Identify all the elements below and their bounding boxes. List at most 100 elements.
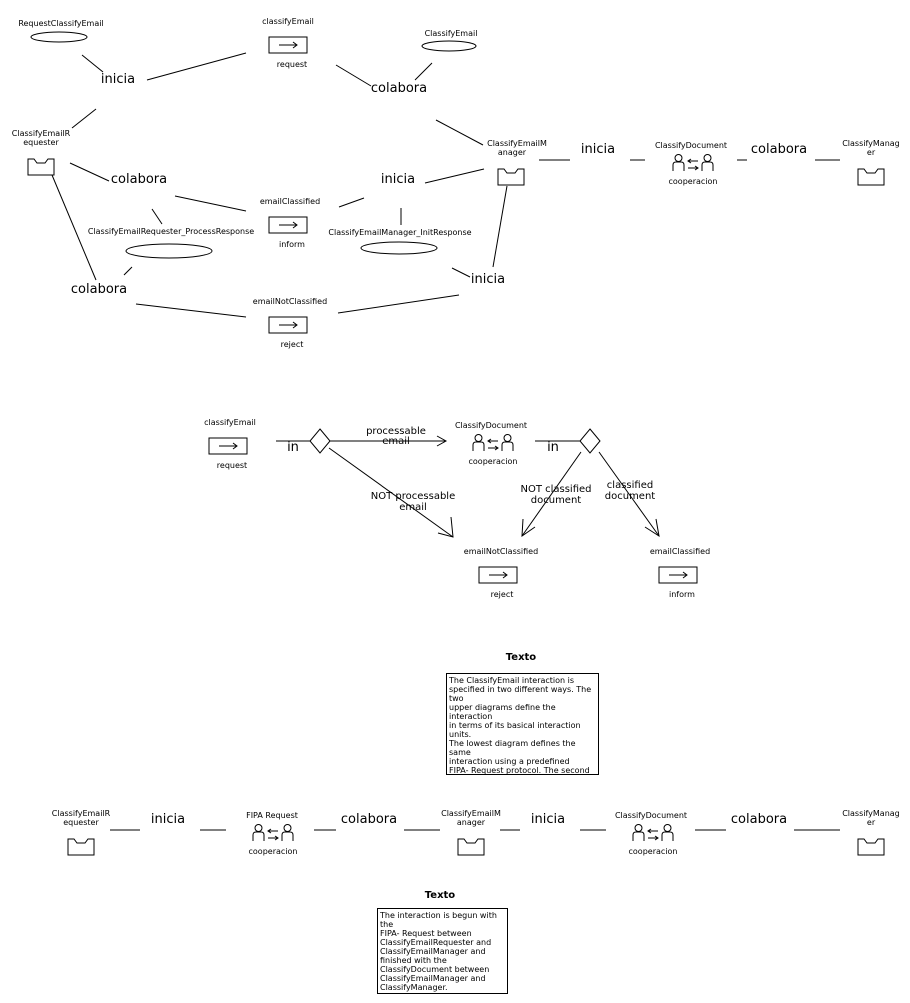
role-label: equester: [23, 138, 59, 147]
in-label: in: [547, 440, 559, 455]
protocol-type-label: cooperacion: [629, 847, 678, 856]
goal-label: RequestClassifyEmail: [18, 19, 103, 28]
guard-classified: document: [605, 491, 656, 502]
arrow-box-icon: [268, 316, 308, 334]
guard-not-processable: email: [399, 502, 427, 513]
wf-unit-email-not-classified: emailNotClassified reject: [464, 547, 538, 599]
protocol-type-label: cooperacion: [669, 177, 718, 186]
unit-email-classified: emailClassified inform: [260, 197, 320, 249]
arrow-box-icon: [208, 437, 248, 455]
arrow-box-icon: [478, 566, 518, 584]
protocol-type-label: cooperacion: [249, 847, 298, 856]
performative-label: request: [217, 461, 247, 470]
bottom-relationship-labels: inicia colabora inicia colabora: [151, 812, 787, 827]
unit-email-not-classified: emailNotClassified reject: [253, 297, 327, 349]
workflow-lines: [276, 435, 660, 538]
role-tray-icon: [857, 168, 885, 186]
role-tray-icon: [497, 168, 525, 186]
ellipse-icon: [421, 40, 477, 52]
note-text-box-2: The interaction is begun with the FIPA- …: [377, 908, 508, 994]
role-label: ClassifyManag: [842, 809, 900, 818]
note-title: Texto: [425, 890, 456, 901]
bottom-protocol-classify-document: ClassifyDocument cooperacion: [615, 811, 687, 856]
goal-classify-email: ClassifyEmail: [421, 29, 478, 52]
arrow-box-icon: [268, 36, 308, 54]
goal-label: ClassifyEmail: [425, 29, 478, 38]
relation-inicia: inicia: [471, 272, 505, 287]
unit-label: classifyEmail: [204, 418, 256, 427]
ellipse-icon: [30, 31, 88, 43]
role-label: ClassifyEmailM: [487, 139, 547, 148]
unit-label: emailClassified: [260, 197, 320, 206]
ellipse-icon: [125, 243, 213, 259]
protocol-label: ClassifyDocument: [455, 421, 527, 430]
role-label: anager: [457, 818, 486, 827]
goal-request-classify-email: RequestClassifyEmail: [18, 19, 104, 43]
protocol-label: ClassifyDocument: [615, 811, 687, 820]
role-label: er: [867, 818, 876, 827]
wf-protocol-classify-document: ClassifyDocument cooperacion: [455, 421, 527, 466]
unit-label: classifyEmail: [262, 17, 314, 26]
task-process-response: ClassifyEmailRequester_ProcessResponse: [88, 227, 254, 259]
protocol-classify-document-top: ClassifyDocument cooperacion: [655, 141, 727, 186]
role-label: ClassifyEmailR: [12, 129, 71, 138]
relation-colabora: colabora: [751, 142, 807, 157]
role-tray-icon: [67, 838, 95, 856]
bottom-role-requester: ClassifyEmailR equester: [52, 809, 111, 856]
relation-inicia: inicia: [581, 142, 615, 157]
wf-unit-email-classified: emailClassified inform: [650, 547, 710, 599]
task-label: ClassifyEmailRequester_ProcessResponse: [88, 227, 254, 236]
two-agents-cooperation-icon: [252, 824, 294, 842]
performative-label: request: [277, 60, 307, 69]
guard-processable: email: [382, 436, 410, 447]
protocol-label: FIPA Request: [246, 811, 298, 820]
arrow-box-icon: [268, 216, 308, 234]
role-label: ClassifyManag: [842, 139, 900, 148]
relation-colabora: colabora: [111, 172, 167, 187]
role-tray-icon: [457, 838, 485, 856]
guard-not-classified: NOT classified: [520, 484, 591, 495]
relation-inicia: inicia: [381, 172, 415, 187]
relation-colabora: colabora: [371, 81, 427, 96]
relation-colabora: colabora: [71, 282, 127, 297]
protocol-type-label: cooperacion: [469, 457, 518, 466]
unit-label: emailNotClassified: [253, 297, 327, 306]
decision-diamond-icon: [579, 428, 601, 454]
bottom-role-classify-manager: ClassifyManag er: [842, 809, 900, 856]
role-classify-manager: ClassifyManag er: [842, 139, 900, 186]
relation-colabora: colabora: [731, 812, 787, 827]
role-label: ClassifyEmailR: [52, 809, 111, 818]
two-agents-cooperation-icon: [672, 154, 714, 172]
ellipse-icon: [360, 241, 438, 255]
note-text-box-1: The ClassifyEmail interaction is specifi…: [446, 673, 599, 775]
protocol-label: ClassifyDocument: [655, 141, 727, 150]
bottom-role-manager: ClassifyEmailM anager: [441, 809, 501, 856]
performative-label: reject: [491, 590, 514, 599]
role-classify-email-requester: ClassifyEmailR equester: [12, 129, 71, 176]
role-label: er: [867, 148, 876, 157]
role-tray-icon: [857, 838, 885, 856]
two-agents-cooperation-icon: [632, 824, 674, 842]
bottom-protocol-fipa-request: FIPA Request cooperacion: [246, 811, 298, 856]
role-label: ClassifyEmailM: [441, 809, 501, 818]
unit-classify-email: classifyEmail request: [262, 17, 314, 69]
relation-inicia: inicia: [151, 812, 185, 827]
unit-label: emailClassified: [650, 547, 710, 556]
relation-inicia: inicia: [531, 812, 565, 827]
unit-label: emailNotClassified: [464, 547, 538, 556]
role-label: equester: [63, 818, 99, 827]
arrow-box-icon: [658, 566, 698, 584]
performative-label: reject: [281, 340, 304, 349]
relation-inicia: inicia: [101, 72, 135, 87]
wf-unit-classify-email: classifyEmail request: [204, 418, 256, 470]
guard-classified: classified: [607, 480, 653, 491]
workflow-guard-labels: in in processable email NOT processable …: [287, 426, 655, 513]
top-relationship-labels: inicia colabora colabora inicia colabora…: [71, 72, 807, 297]
decision-diamond-icon: [309, 428, 331, 454]
task-label: ClassifyEmailManager_InitResponse: [328, 228, 471, 237]
role-classify-email-manager: ClassifyEmailM anager: [487, 139, 547, 186]
top-relationship-lines: [51, 52, 840, 318]
relation-colabora: colabora: [341, 812, 397, 827]
role-tray-icon: [27, 158, 55, 176]
